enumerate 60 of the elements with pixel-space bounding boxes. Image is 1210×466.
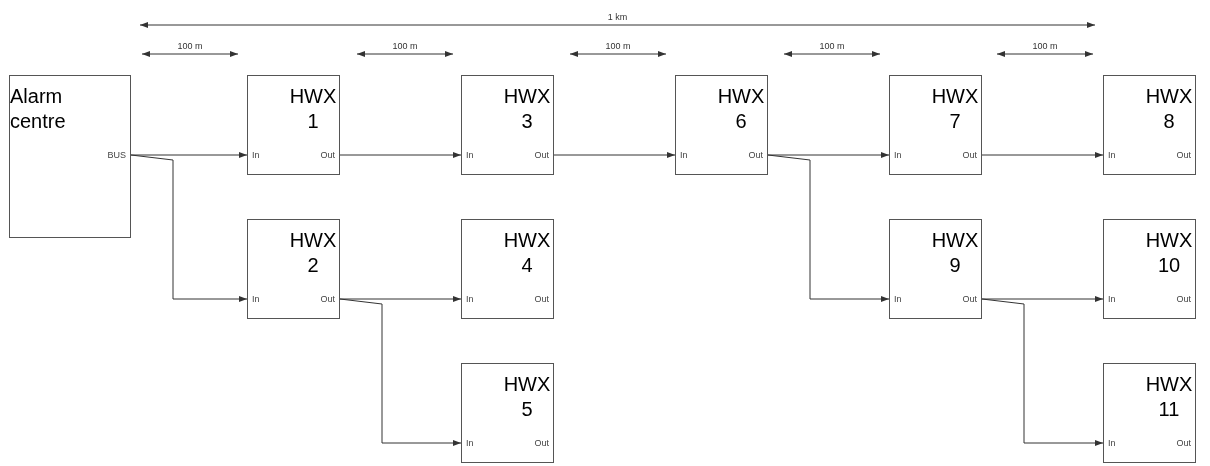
dimension-label: 1 km xyxy=(607,13,628,22)
port-label: Out xyxy=(534,295,549,304)
port-label: Out xyxy=(748,151,763,160)
device-box xyxy=(1103,219,1196,319)
arrow xyxy=(553,152,676,158)
box-title: HWX 1 xyxy=(288,84,338,134)
device-box xyxy=(889,219,982,319)
box-title: HWX 3 xyxy=(502,84,552,134)
box-title: HWX 6 xyxy=(716,84,766,134)
device-box xyxy=(889,75,982,175)
box-title: HWX 11 xyxy=(1144,372,1194,422)
alarm-centre-box xyxy=(9,75,131,238)
arrow xyxy=(767,154,890,302)
port-label: In xyxy=(466,295,474,304)
box-title: HWX 7 xyxy=(930,84,980,134)
arrow xyxy=(981,152,1104,158)
arrow xyxy=(130,154,248,302)
port-label: Out xyxy=(320,151,335,160)
dimension-label: 100 m xyxy=(819,42,845,51)
port-label: Out xyxy=(1176,151,1191,160)
port-label: Out xyxy=(1176,439,1191,448)
port-label: In xyxy=(252,151,260,160)
device-box xyxy=(461,75,554,175)
box-title: HWX 10 xyxy=(1144,228,1194,278)
port-label: Out xyxy=(962,295,977,304)
port-label: In xyxy=(894,295,902,304)
port-label: In xyxy=(466,439,474,448)
port-label: In xyxy=(1108,295,1116,304)
dimension-label: 100 m xyxy=(177,42,203,51)
port-label: In xyxy=(1108,439,1116,448)
port-label: In xyxy=(252,295,260,304)
port-label: Out xyxy=(534,151,549,160)
dimension-label: 100 m xyxy=(392,42,418,51)
dimension-label: 100 m xyxy=(1032,42,1058,51)
port-label: Out xyxy=(320,295,335,304)
device-box xyxy=(461,363,554,463)
device-box xyxy=(247,75,340,175)
arrow xyxy=(339,298,462,446)
box-title: HWX 2 xyxy=(288,228,338,278)
box-title: Alarm centre xyxy=(10,84,67,134)
port-label: In xyxy=(466,151,474,160)
device-box xyxy=(1103,75,1196,175)
port-label: In xyxy=(894,151,902,160)
device-box xyxy=(675,75,768,175)
port-label: BUS xyxy=(107,151,126,160)
port-label: Out xyxy=(962,151,977,160)
port-label: In xyxy=(680,151,688,160)
device-box xyxy=(247,219,340,319)
box-title: HWX 4 xyxy=(502,228,552,278)
box-title: HWX 8 xyxy=(1144,84,1194,134)
box-title: HWX 9 xyxy=(930,228,980,278)
box-title: HWX 5 xyxy=(502,372,552,422)
device-box xyxy=(461,219,554,319)
port-label: Out xyxy=(534,439,549,448)
arrow xyxy=(339,152,462,158)
port-label: In xyxy=(1108,151,1116,160)
device-box xyxy=(1103,363,1196,463)
dimension-label: 100 m xyxy=(605,42,631,51)
arrow xyxy=(981,298,1104,446)
port-label: Out xyxy=(1176,295,1191,304)
